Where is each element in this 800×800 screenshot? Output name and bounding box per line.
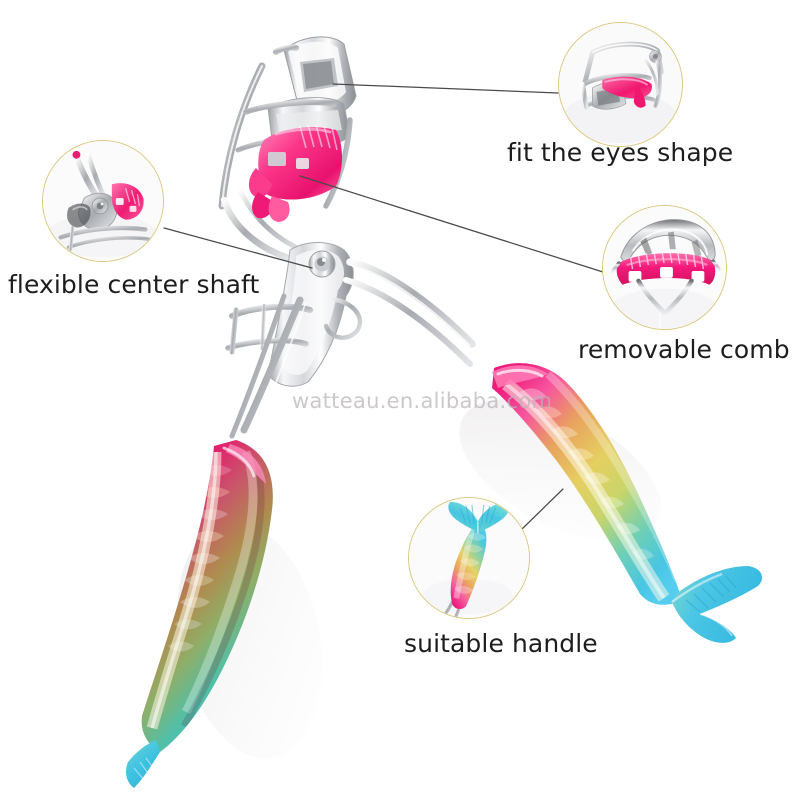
inset-suitable-handle [408, 497, 530, 619]
callout-label-flexible-center-shaft: flexible center shaft [8, 270, 260, 299]
callout-label-fit-the-eyes-shape: fit the eyes shape [507, 138, 734, 167]
curler-head [218, 36, 357, 262]
callout-label-suitable-handle: suitable handle [404, 629, 598, 658]
callout-label-removable-comb: removable comb [578, 335, 790, 364]
watermark-text: watteau.en.alibaba.com [292, 389, 553, 413]
inset-removable-comb [602, 205, 727, 330]
fin-ribs [685, 575, 737, 613]
inset-flexible-center-shaft [42, 140, 164, 262]
inset-fit-the-eyes-shape [558, 22, 683, 147]
